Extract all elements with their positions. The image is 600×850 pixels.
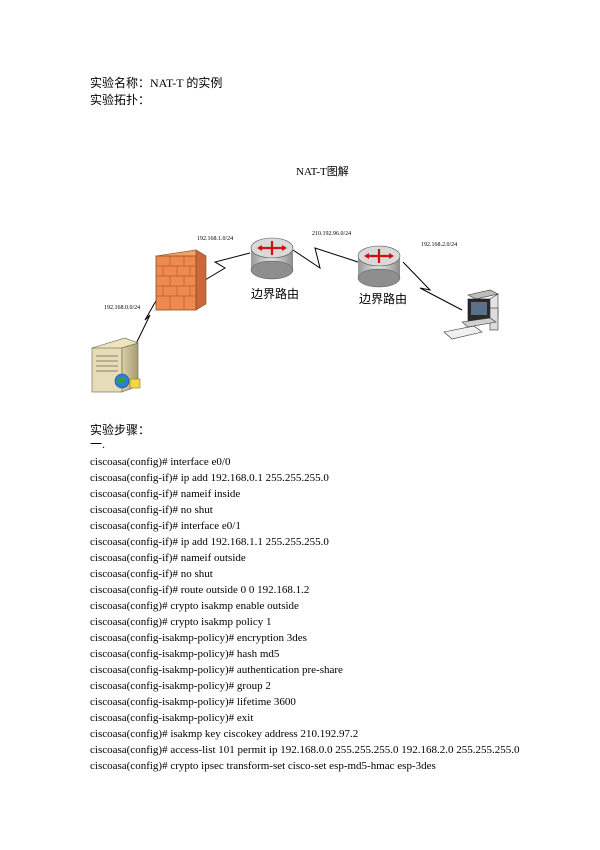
label-wan: 210.192.96.0/24 bbox=[312, 231, 351, 237]
command-line: ciscoasa(config-isakmp-policy)# encrypti… bbox=[90, 632, 307, 644]
steps-heading: 实验步骤： bbox=[90, 423, 151, 437]
command-line: ciscoasa(config-if)# interface e0/1 bbox=[90, 520, 241, 532]
command-line: ciscoasa(config-if)# nameif outside bbox=[90, 552, 246, 564]
command-line: ciscoasa(config-if)# route outside 0 0 1… bbox=[90, 584, 310, 596]
command-line: ciscoasa(config-isakmp-policy)# lifetime… bbox=[90, 696, 296, 708]
command-line: ciscoasa(config-isakmp-policy)# authenti… bbox=[90, 664, 343, 676]
command-line: ciscoasa(config)# crypto isakmp enable o… bbox=[90, 600, 299, 612]
command-line: ciscoasa(config-if)# no shut bbox=[90, 504, 213, 516]
command-line: ciscoasa(config-if)# nameif inside bbox=[90, 488, 241, 500]
command-line: ciscoasa(config)# crypto isakmp policy 1 bbox=[90, 616, 272, 628]
workstation-icon bbox=[443, 289, 499, 340]
command-line: ciscoasa(config-isakmp-policy)# group 2 bbox=[90, 680, 271, 692]
server-icon bbox=[91, 337, 141, 393]
link-firewall-router bbox=[204, 252, 251, 281]
router-icon bbox=[357, 245, 401, 288]
network-topology-diagram: NAT-T图解 192.168.0.0/24 192.168.1.0/24 21… bbox=[91, 164, 499, 393]
topology-label: 实验拓扑： bbox=[90, 93, 151, 107]
label-asa-router-net: 192.168.1.0/24 bbox=[197, 236, 233, 242]
command-line: ciscoasa(config-isakmp-policy)# hash md5 bbox=[90, 648, 280, 660]
command-line: ciscoasa(config)# crypto ipsec transform… bbox=[90, 760, 436, 772]
command-line: ciscoasa(config-if)# no shut bbox=[90, 568, 213, 580]
command-line: ciscoasa(config-if)# ip add 192.168.0.1 … bbox=[90, 472, 329, 484]
diagram-title: NAT-T图解 bbox=[296, 164, 349, 178]
link-router-router bbox=[292, 247, 359, 270]
router-label-1: 边界路由 bbox=[251, 286, 299, 301]
command-line: ciscoasa(config)# isakmp key ciscokey ad… bbox=[90, 728, 359, 740]
link-router-workstation bbox=[402, 261, 463, 311]
command-line: ciscoasa(config)# access-list 101 permit… bbox=[90, 744, 520, 756]
command-line: ciscoasa(config-if)# ip add 192.168.1.1 … bbox=[90, 536, 329, 548]
section-number: 一. bbox=[90, 437, 106, 451]
label-left-lan: 192.168.0.0/24 bbox=[104, 305, 140, 311]
firewall-icon bbox=[155, 249, 207, 311]
experiment-name: 实验名称：NAT-T 的实例 bbox=[90, 76, 223, 90]
command-line: ciscoasa(config-isakmp-policy)# exit bbox=[90, 712, 254, 724]
label-right-lan: 192.168.2.0/24 bbox=[421, 242, 457, 248]
router-icon bbox=[250, 237, 294, 280]
router-label-2: 边界路由 bbox=[359, 291, 407, 306]
command-line: ciscoasa(config)# interface e0/0 bbox=[90, 456, 231, 468]
